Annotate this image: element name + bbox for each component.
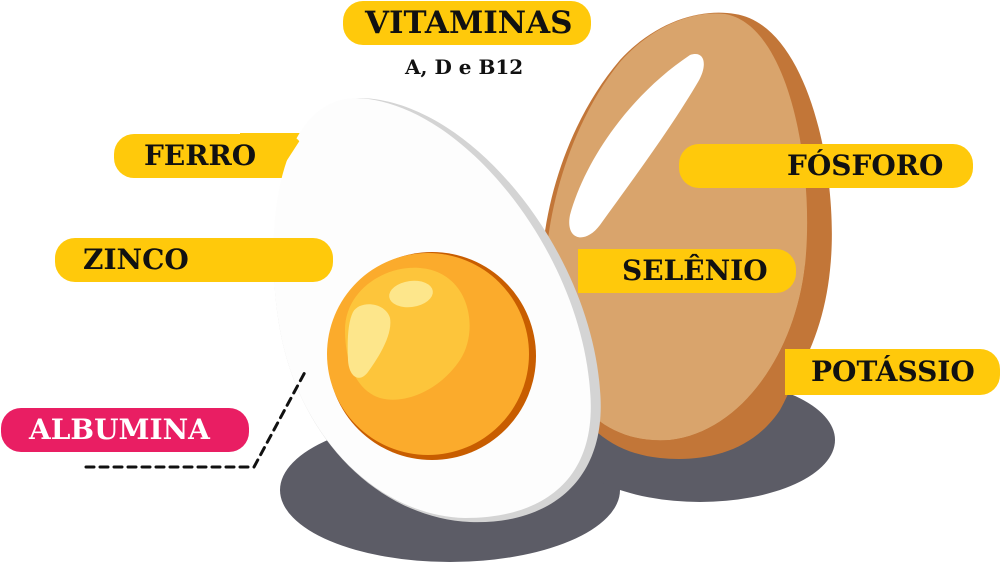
label-ferro: FERRO	[114, 134, 304, 178]
whole-egg	[541, 12, 832, 459]
label-albumina: ALBUMINA	[1, 408, 249, 452]
label-albumina-text: ALBUMINA	[29, 413, 210, 446]
label-vitaminas-sub: A, D e B12	[405, 55, 524, 79]
halved-egg	[273, 98, 601, 523]
label-ferro-text: FERRO	[144, 139, 257, 172]
label-zinco-text: ZINCO	[83, 243, 189, 276]
label-potassio-text: POTÁSSIO	[811, 355, 975, 388]
albumina-pointer-line	[84, 370, 307, 469]
label-selenio: SELÊNIO	[578, 249, 796, 293]
label-zinco: ZINCO	[55, 238, 333, 282]
label-fosforo-text: FÓSFORO	[787, 149, 944, 182]
label-fosforo: FÓSFORO	[679, 144, 973, 188]
label-selenio-text: SELÊNIO	[622, 254, 768, 287]
label-vitaminas-text: VITAMINAS	[365, 5, 573, 41]
label-potassio: POTÁSSIO	[785, 349, 1000, 395]
label-vitaminas: VITAMINAS	[343, 1, 591, 45]
yolk-highlight	[389, 280, 433, 308]
